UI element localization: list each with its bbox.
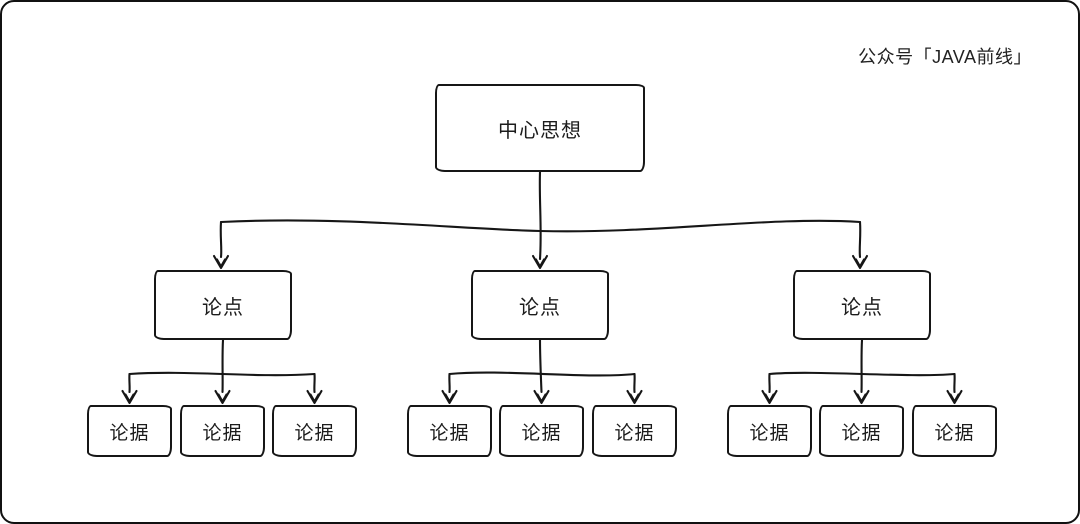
arrowhead-down-icon <box>214 389 231 405</box>
node-label: 论点 <box>202 296 244 319</box>
node-label: 论据 <box>749 422 790 444</box>
arrowhead-down-icon <box>946 389 963 405</box>
node-label: 论据 <box>109 422 150 444</box>
node-evidence-3-2: 论据 <box>819 405 904 457</box>
connector-branch2-to-leaves <box>441 338 643 405</box>
arrowhead-down-icon <box>531 254 549 270</box>
node-evidence-1-2: 论据 <box>180 405 265 457</box>
node-argument-3: 论点 <box>793 270 931 340</box>
node-label: 论据 <box>841 422 882 444</box>
node-central-idea: 中心思想 <box>435 84 645 172</box>
arrowhead-down-icon <box>761 389 778 405</box>
node-argument-1: 论点 <box>154 270 292 340</box>
watermark-text: 公众号「JAVA前线」 <box>858 47 1032 67</box>
node-evidence-2-1: 论据 <box>407 405 492 457</box>
arrowhead-down-icon <box>306 389 323 405</box>
connector-root-to-branches <box>212 170 869 270</box>
connector-branch3-to-leaves <box>761 338 963 405</box>
node-label: 论据 <box>934 422 975 444</box>
node-label: 论据 <box>521 422 562 444</box>
node-label: 论据 <box>614 422 655 444</box>
node-evidence-1-1: 论据 <box>87 405 172 457</box>
node-label: 论据 <box>429 422 470 444</box>
arrowhead-down-icon <box>851 254 869 270</box>
node-evidence-3-3: 论据 <box>912 405 997 457</box>
node-evidence-1-3: 论据 <box>272 405 357 457</box>
node-label: 论点 <box>519 296 561 319</box>
node-evidence-3-1: 论据 <box>727 405 812 457</box>
node-evidence-2-2: 论据 <box>499 405 584 457</box>
node-argument-2: 论点 <box>471 270 609 340</box>
arrowhead-down-icon <box>121 389 138 405</box>
node-label: 论据 <box>294 422 335 444</box>
node-label: 中心思想 <box>498 119 582 142</box>
arrowhead-down-icon <box>853 389 870 405</box>
arrowhead-down-icon <box>533 389 550 405</box>
node-label: 论据 <box>202 422 243 444</box>
arrowhead-down-icon <box>441 389 458 405</box>
arrowhead-down-icon <box>626 389 643 405</box>
connector-branch1-to-leaves <box>121 338 323 405</box>
node-evidence-2-3: 论据 <box>592 405 677 457</box>
node-label: 论点 <box>841 296 883 319</box>
arrowhead-down-icon <box>212 254 230 270</box>
